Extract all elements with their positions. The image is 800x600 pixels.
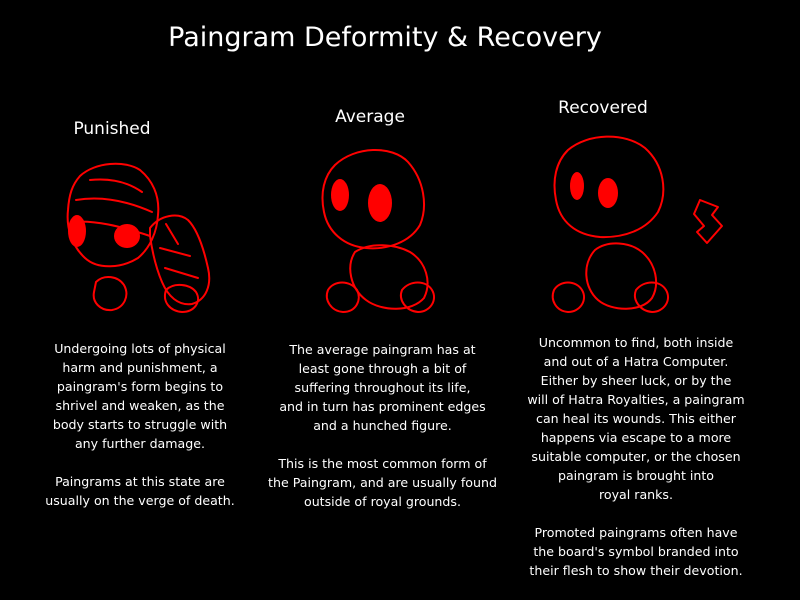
- punished-body: [149, 214, 211, 306]
- page-title: Paingram Deformity & Recovery: [168, 22, 602, 53]
- average-eye-right: [368, 184, 392, 222]
- average-foot-right: [400, 281, 436, 313]
- punished-foot-left: [92, 276, 128, 312]
- description-recovered: Uncommon to find, both inside and out of…: [527, 335, 745, 578]
- description-punished: Undergoing lots of physical harm and pun…: [45, 341, 235, 508]
- average-foot-left: [325, 281, 360, 313]
- recovered-eye-right: [598, 178, 618, 208]
- recovered-head: [553, 135, 665, 239]
- recovered-body: [585, 242, 658, 310]
- average-body: [349, 244, 429, 310]
- recovered-foot-right: [634, 281, 670, 313]
- punished-eye-right: [114, 224, 140, 248]
- punished-head: [66, 162, 160, 268]
- recovered-foot-left: [551, 281, 586, 313]
- recovered-eye-left: [570, 172, 584, 200]
- average-head: [321, 149, 425, 250]
- description-average: The average paingram has at least gone t…: [268, 342, 497, 509]
- average-eye-left: [331, 179, 349, 211]
- board-symbol-icon: [693, 199, 723, 244]
- punished-eye-left: [68, 215, 86, 247]
- heading-average: Average: [335, 107, 405, 127]
- heading-recovered: Recovered: [558, 98, 648, 118]
- heading-punished: Punished: [73, 119, 151, 139]
- punished-foot-right: [164, 284, 200, 313]
